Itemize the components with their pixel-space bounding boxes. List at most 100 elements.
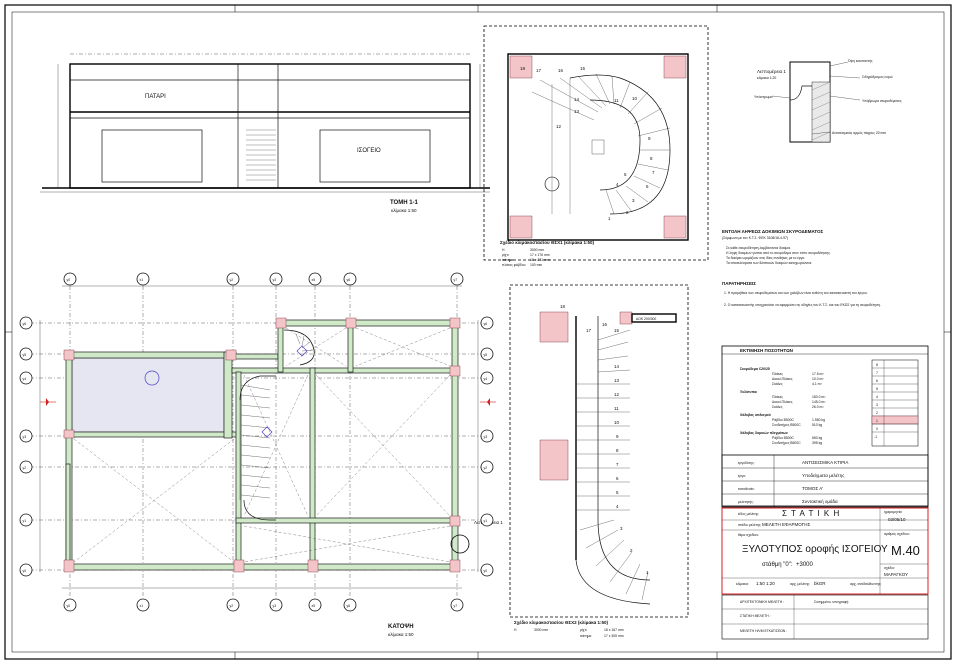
stair-top-step: 14 <box>574 97 580 102</box>
svg-text:183.0 m²: 183.0 m² <box>812 395 826 399</box>
stair-top-step: 3 <box>632 198 635 203</box>
grid-label-bottom: y6 <box>347 604 351 608</box>
notes-bullet: Σε κάθε σκυροδέτηση λαμβάνονται δοκίμια. <box>726 246 791 250</box>
grid-label-bottom: y0 <box>67 604 71 608</box>
svg-text:κλίμακα:: κλίμακα: <box>736 582 749 586</box>
svg-text:έργο:: έργο: <box>738 474 746 478</box>
svg-text:θέμα σχεδίου:: θέμα σχεδίου: <box>738 533 759 537</box>
remarks-line: 1. Η προμήθεια των σκυροδεμάτων και των … <box>724 291 868 295</box>
stair-top-step: 8 <box>650 156 653 161</box>
stair-bottom-step: 13 <box>614 378 620 383</box>
svg-text:πάτημα: πάτημα <box>502 258 513 262</box>
stair-top-step: 5 <box>624 172 627 177</box>
svg-text:Υποδείγματα μελέτης: Υποδείγματα μελέτης <box>802 472 845 478</box>
svg-text:7: 7 <box>876 371 878 375</box>
stair-top-step: 15 <box>580 66 586 71</box>
grid-bubbles-top: y0 x1 y2 y3 x5 y6 y7 <box>63 272 464 286</box>
svg-text:στάδιο μελέτης:: στάδιο μελέτης: <box>738 523 761 527</box>
section-lower-room-label: ΙΣΟΓΕΙΟ <box>357 148 381 154</box>
stair-top-step: 12 <box>556 124 562 129</box>
svg-text:6: 6 <box>876 379 878 383</box>
svg-text:Χάλυβας δομικών πλεγμάτων: Χάλυβας δομικών πλεγμάτων <box>740 431 788 435</box>
stair-top-step: 4 <box>616 182 619 187</box>
grid-label-left: y2 <box>23 466 27 470</box>
svg-text:5: 5 <box>876 387 878 391</box>
stair-bottom-step: 1 <box>646 570 649 575</box>
stair-bottom-step: 5 <box>616 490 619 495</box>
stair-bottom-step: 3 <box>620 526 623 531</box>
notes-block: ΕΝΤΟΛΗ ΛΗΨΕΩΣ ΔΟΚΙΜΙΩΝ ΣΚΥΡΟΔΕΜΑΤΟΣ (Σύμ… <box>722 229 881 307</box>
svg-text:4.1 m³: 4.1 m³ <box>812 382 822 386</box>
stair-bottom-step: 9 <box>616 434 619 439</box>
svg-text:ημερομηνία:: ημερομηνία: <box>884 510 902 514</box>
grid-bubbles-right: y6 y5 y4 y3 y2 y1 y0 <box>480 316 494 577</box>
stair-top-step: 9 <box>648 136 651 141</box>
svg-text:145.0 m²: 145.0 m² <box>812 400 826 404</box>
plan-grid-lines <box>30 286 487 598</box>
detail-1-label: Αντισεισμικός αρμός πάχους 20 mm <box>832 131 886 135</box>
svg-text:-1: -1 <box>874 435 877 439</box>
title-block: εργοδότης:ΑΝΤΙΣΕΙΣΜΙΚΑ ΚΤΙΡΙΑ έργο:Υποδε… <box>721 454 929 640</box>
stair-bottom-step: 8 <box>616 448 619 453</box>
stair-bottom-step: 17 <box>586 328 592 333</box>
detail-1: Λεπτομέρεια 1 κλίμακα 1:20 Όψη κουπαστής… <box>754 59 902 143</box>
grid-bubbles-bottom: y0 x1 y2 y3 x5 y6 y7 <box>63 598 464 612</box>
grid-label-left: y1 <box>23 519 27 523</box>
stair-bottom-treads <box>576 329 649 601</box>
detail-1-label: Υπόστρωμα <box>754 95 772 99</box>
svg-text:0: 0 <box>876 427 878 431</box>
stair-top-step: 13 <box>574 109 580 114</box>
stair-top-caption: Σχέδιο κλιμακοστασίου ΘΣΧ1 (κλίμακα 1:50… <box>500 240 594 245</box>
svg-text:1: 1 <box>876 419 878 423</box>
notes-bullet: Τα δοκίμια ωριμάζουν στις ίδιες συνθήκες… <box>726 256 805 260</box>
svg-text:ΣΤΑΤΙΚΗ ΜΕΛΕΤΗ :: ΣΤΑΤΙΚΗ ΜΕΛΕΤΗ : <box>740 614 771 618</box>
svg-text:395 kg: 395 kg <box>812 441 822 445</box>
svg-text:03/05/10: 03/05/10 <box>888 517 906 522</box>
stair-top-spec: Η 3000 mm ρίχτι 17 x 176 mm πάτημα 18 x … <box>502 248 550 267</box>
svg-text:1:50 1:20: 1:50 1:20 <box>756 581 775 586</box>
grid-label-top: y3 <box>273 278 277 282</box>
grid-label-top: x5 <box>312 278 316 282</box>
svg-text:Συνημμένο, υπογραφή:: Συνημμένο, υπογραφή: <box>814 600 849 604</box>
stair-bottom-step: 16 <box>602 322 608 327</box>
notes-subtitle: (Σύμφωνα με τον Κ.Τ.Σ. ΦΕΚ 3108/18-4-97) <box>722 236 788 240</box>
svg-text:Η: Η <box>514 628 517 632</box>
stair-top-step: 16 <box>558 68 564 73</box>
detail-1-title: Λεπτομέρεια 1 <box>757 68 786 74</box>
svg-text:ΑΝΤΙΣΕΙΣΜΙΚΑ ΚΤΙΡΙΑ: ΑΝΤΙΣΕΙΣΜΙΚΑ ΚΤΙΡΙΑ <box>802 460 848 465</box>
svg-text:1.550 kg: 1.550 kg <box>812 418 825 422</box>
plan-beams <box>65 319 459 571</box>
drawing-number: Μ.40 <box>891 543 920 558</box>
stair-top-step: 1 <box>608 216 611 221</box>
stair-bottom-step: 6 <box>616 476 619 481</box>
svg-text:26.0 m²: 26.0 m² <box>812 405 824 409</box>
detail-1-label: Υπόβρωμα σκυροδέματος <box>862 99 902 103</box>
svg-text:Σκάλες: Σκάλες <box>772 382 783 386</box>
grid-label-left: y0 <box>23 569 27 573</box>
svg-text:2: 2 <box>876 411 878 415</box>
frame-ticks <box>5 5 951 659</box>
stair-bottom-step: 15 <box>614 328 620 333</box>
svg-text:ρίχτι: ρίχτι <box>502 253 509 257</box>
plan-dimensions <box>39 285 479 589</box>
svg-text:3: 3 <box>876 403 878 407</box>
svg-text:100 mm: 100 mm <box>530 263 542 267</box>
grid-label-right: y6 <box>484 322 488 326</box>
grid-label-bottom: y2 <box>230 604 234 608</box>
grid-label-right: y0 <box>484 569 488 573</box>
section-stair-hatch <box>246 129 276 181</box>
grid-label-bottom: y3 <box>273 604 277 608</box>
remarks-title: ΠΑΡΑΤΗΡΗΣΕΙΣ <box>722 281 756 286</box>
stair-bottom-step: 14 <box>614 364 620 369</box>
svg-text:Ράβδοι B500C: Ράβδοι B500C <box>772 418 795 422</box>
grid-label-top: x1 <box>140 278 144 282</box>
stair-bottom-beam-tag: ΔΟΚ 200/300 <box>636 317 656 321</box>
svg-text:τοποθεσία:: τοποθεσία: <box>738 487 755 491</box>
stair-bottom-detail: 18 17 16 15 14 13 12 11 10 9 8 7 6 5 4 3… <box>509 284 689 638</box>
svg-text:ΤΟΜΟΣ Α': ΤΟΜΟΣ Α' <box>802 486 823 491</box>
floor-plan: Λεπτομέρεια 1 y0 x1 y2 y3 x5 y6 y7 <box>19 272 503 637</box>
level-legend: 8 7 6 5 4 3 2 1 0 -1 <box>871 359 919 447</box>
stair-bottom-step: 18 <box>560 304 566 309</box>
svg-text:Ξυλότυποι: Ξυλότυποι <box>740 390 757 394</box>
svg-text:ΜΕΛΕΤΗ ΗΛ/Μ ΕΓΚΑΤ/ΣΕΩΝ :: ΜΕΛΕΤΗ ΗΛ/Μ ΕΓΚΑΤ/ΣΕΩΝ : <box>740 629 787 633</box>
